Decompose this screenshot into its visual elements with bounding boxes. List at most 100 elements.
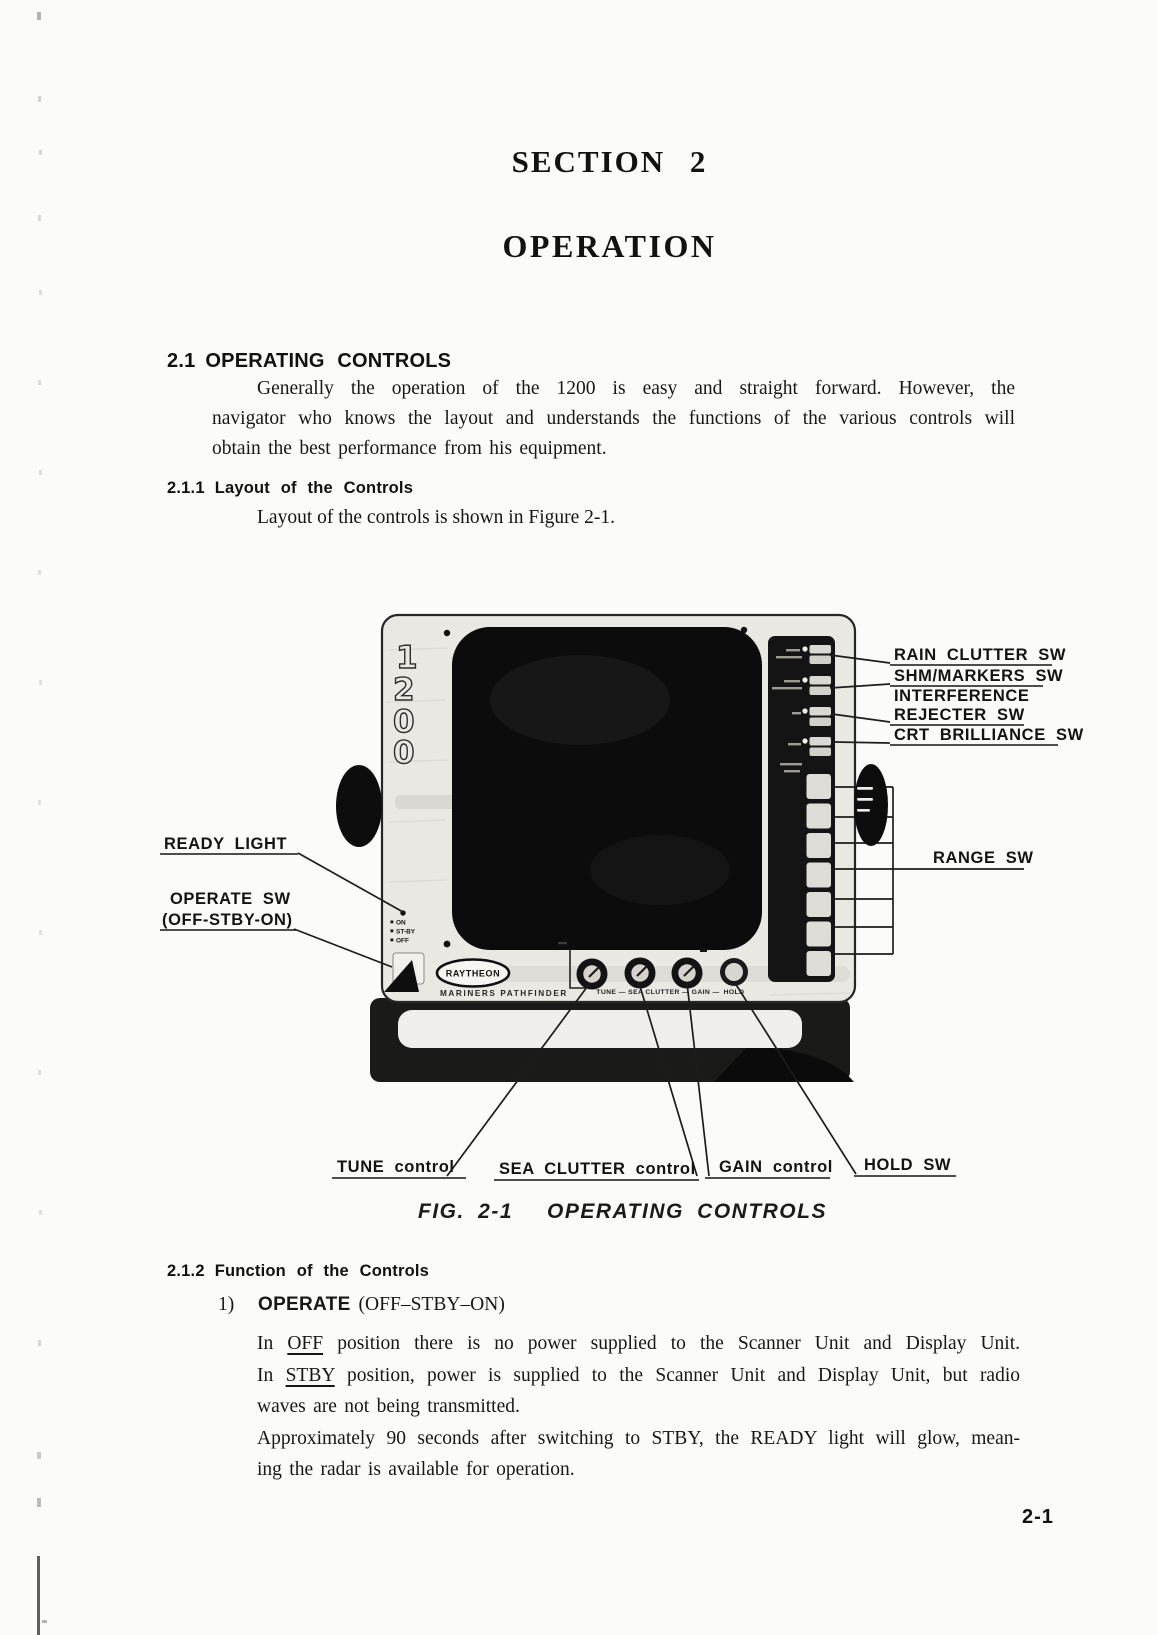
left-side-knob <box>336 765 382 847</box>
svg-text:2: 2 <box>393 672 415 708</box>
callout-shm-markers: SHM/MARKERS SW <box>894 667 1063 685</box>
switch-pos-stby: ST-BY <box>396 929 416 936</box>
range-switch-buttons <box>806 774 831 976</box>
shm-markers-switch <box>802 676 831 695</box>
range-bracket <box>835 786 1024 955</box>
paragraph-2-1: Generally the operation of the 1200 is e… <box>212 374 1015 464</box>
interference-rejecter-switch <box>802 707 831 726</box>
figure-2-1: 1 2 0 0 <box>160 613 1084 1181</box>
paragraph-line: In OFF position there is no power suppli… <box>257 1328 1020 1360</box>
range-knob <box>854 764 888 846</box>
brand-logo: RAYTHEON MARINERS PATHFINDER <box>435 958 568 998</box>
tune-bracket-mark <box>569 949 586 989</box>
scan-artifact <box>38 1070 41 1075</box>
callout-gain: GAIN control <box>719 1158 833 1176</box>
callout-range: RANGE SW <box>933 849 1034 867</box>
scan-artifact <box>37 1452 41 1459</box>
callout-tune: TUNE control <box>337 1158 455 1176</box>
scan-artifact <box>37 12 41 20</box>
scan-artifact <box>38 380 41 385</box>
scan-artifact <box>38 800 41 805</box>
paragraph-line: In STBY position, power is supplied to t… <box>257 1360 1020 1392</box>
base-slot <box>398 1010 802 1048</box>
upper-switches <box>802 645 831 756</box>
callout-sea-clutter: SEA CLUTTER control <box>499 1160 696 1178</box>
crt-sheen <box>590 835 730 905</box>
text-run: In <box>257 1333 274 1354</box>
switch-strip <box>768 636 835 982</box>
heading-2-1-2-number: 2.1.2 <box>167 1262 205 1280</box>
model-1200-label: 1 2 0 0 <box>392 639 418 771</box>
svg-text:0: 0 <box>393 704 415 740</box>
figure-caption-title: OPERATING CONTROLS <box>547 1200 827 1223</box>
tiny-mark <box>700 948 707 952</box>
brand-subtitle: MARINERS PATHFINDER <box>440 989 568 998</box>
list-item-operate: 1) OPERATE (OFF–STBY–ON) <box>218 1294 505 1316</box>
paragraph-line: Approximately 90 seconds after switching… <box>257 1427 1020 1449</box>
knob-groove <box>857 787 873 790</box>
operate-detail: (OFF–STBY–ON) <box>358 1294 505 1315</box>
brand-name: RAYTHEON <box>446 969 500 979</box>
section-title: SECTION 2 <box>511 144 708 179</box>
leader-shm-markers <box>829 683 891 689</box>
paragraph-2-1-2: In OFF position there is no power suppli… <box>257 1328 1020 1486</box>
leader-tune <box>446 982 591 1177</box>
knob-groove <box>857 809 870 812</box>
svg-text:1: 1 <box>396 640 418 676</box>
hold-silkscreen: HOLD <box>724 989 745 996</box>
range-button <box>806 774 831 799</box>
scan-artifact <box>39 930 42 935</box>
knob-groove <box>857 798 873 801</box>
svg-text:0: 0 <box>393 735 415 771</box>
heading-2-1-1-number: 2.1.1 <box>167 479 205 497</box>
text-run: position there is no power supplied to t… <box>337 1333 1021 1354</box>
tune-knob <box>576 958 608 990</box>
scan-artifact <box>39 150 42 155</box>
paragraph-line: waves are not being transmitted. <box>257 1396 520 1417</box>
callout-interference: INTERFERENCE <box>894 687 1030 705</box>
scan-artifact <box>37 1498 41 1507</box>
underlined-word-off: OFF <box>287 1333 324 1354</box>
scan-artifact <box>38 570 41 575</box>
leader-sea-clutter <box>638 982 698 1177</box>
hold-knob <box>720 958 748 986</box>
radar-base <box>370 998 854 1082</box>
sea-clutter-knob <box>624 957 656 989</box>
scan-artifact <box>42 1620 47 1623</box>
paragraph-line: ing the radar is available for operation… <box>257 1459 575 1480</box>
paragraph-line: Generally the operation of the 1200 is e… <box>257 378 1015 399</box>
heading-2-1-title: OPERATING CONTROLS <box>205 350 452 372</box>
heading-2-1-number: 2.1 <box>167 350 196 372</box>
scan-artifact <box>39 290 42 295</box>
bottom-knobs: TUNE — SEA CLUTTER — GAIN — HOLD <box>558 942 748 996</box>
callout-crt-brilliance: CRT BRILLIANCE SW <box>894 726 1084 744</box>
scan-artifact <box>39 470 42 475</box>
list-item-number: 1) <box>218 1294 235 1315</box>
callout-operate-sw: OPERATE SW <box>170 890 291 908</box>
strip-silkscreen <box>772 649 802 773</box>
callout-operate-positions: (OFF-STBY-ON) <box>162 911 293 929</box>
leader-operate <box>293 928 393 968</box>
leader-crt-brilliance <box>833 741 891 744</box>
base-shadow <box>714 1046 854 1082</box>
operate-switch-lever <box>384 960 419 992</box>
scan-artifact <box>38 96 41 102</box>
operate-keyword: OPERATE <box>258 1294 351 1315</box>
text-run: In <box>257 1364 274 1386</box>
range-button <box>806 862 831 888</box>
crt-screen <box>452 627 762 950</box>
figure-caption-number: FIG. 2-1 <box>418 1200 514 1223</box>
scan-artifact <box>38 215 41 221</box>
scan-artifact <box>39 1210 42 1215</box>
leader-gain <box>686 982 710 1177</box>
range-button <box>806 892 831 917</box>
callout-rain-clutter: RAIN CLUTTER SW <box>894 646 1066 664</box>
leader-rain-clutter <box>829 654 891 664</box>
panel-texture <box>385 647 851 996</box>
paragraph-line: obtain the best performance from his equ… <box>212 438 607 459</box>
raytheon-oval <box>435 958 511 988</box>
crt-sheen <box>490 655 670 745</box>
scan-artifact <box>39 680 42 685</box>
